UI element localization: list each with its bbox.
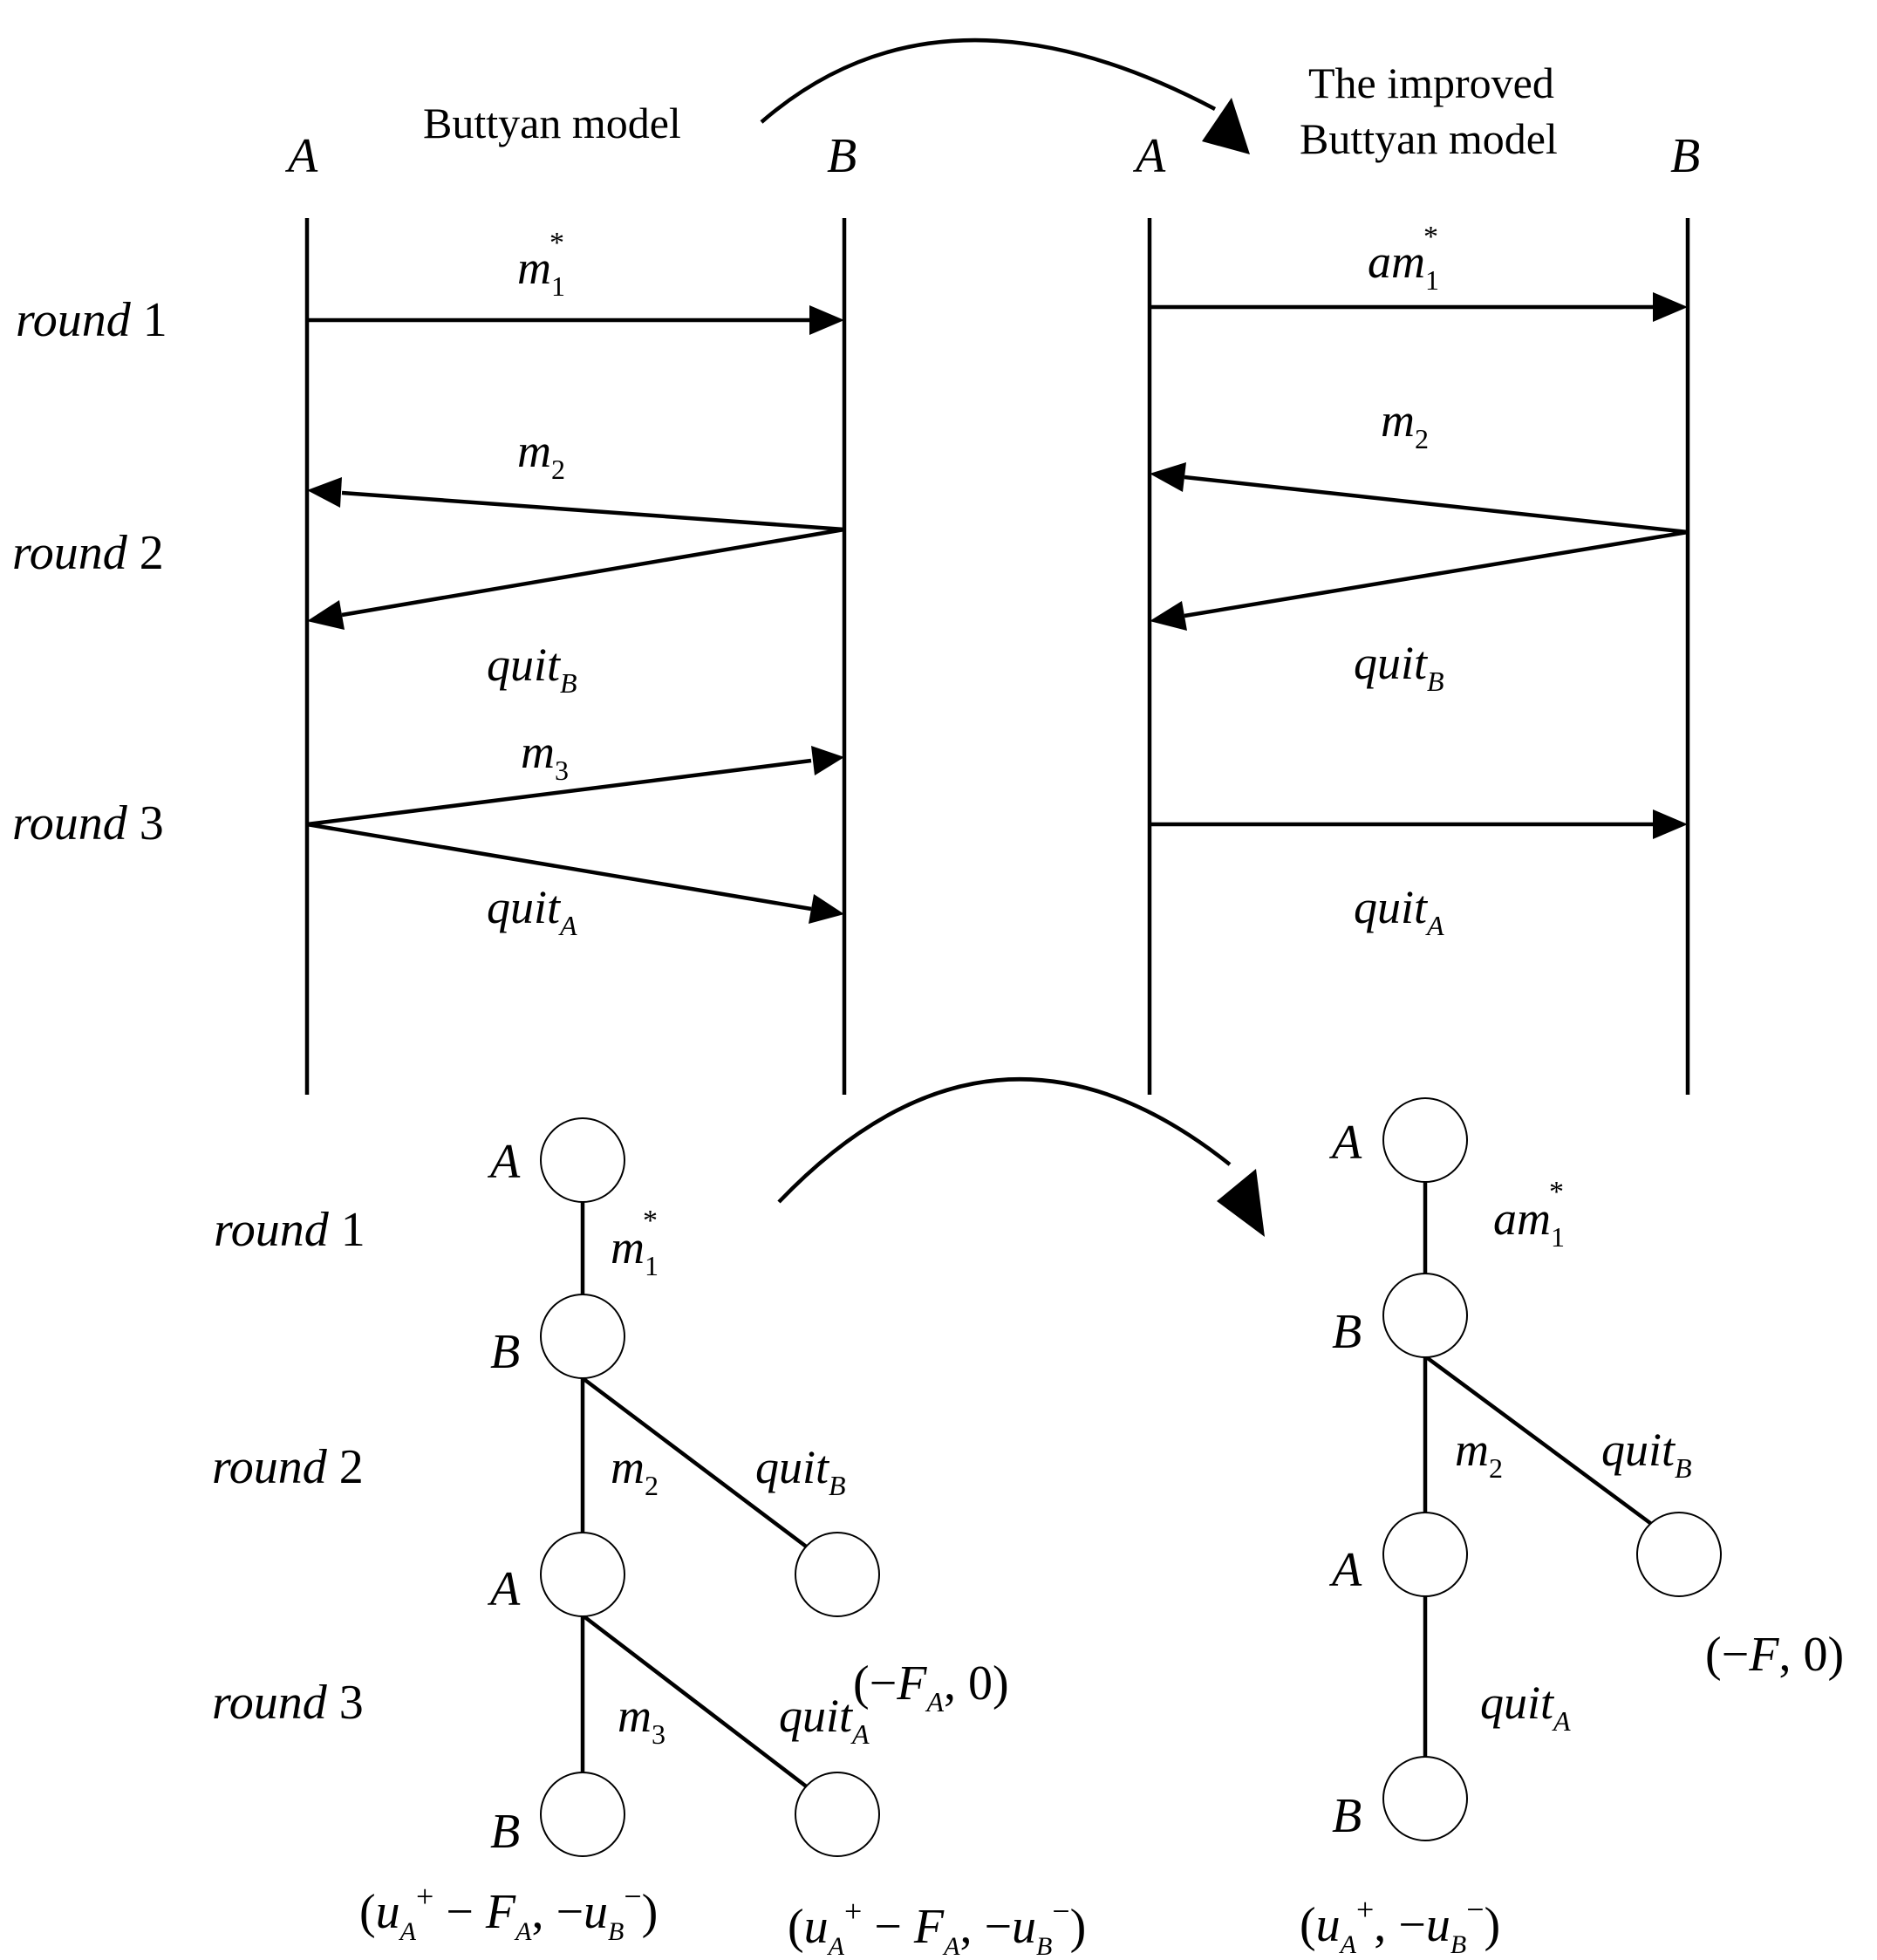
right-arrowhead-quita xyxy=(1653,809,1688,839)
left-tree-edge-quitb xyxy=(581,1376,810,1550)
right-payoff-quitb: (−F, 0) xyxy=(1705,1628,1844,1682)
right-label-am1: am1* xyxy=(1368,221,1439,296)
left-payoff-m3: (uA+ − FA, −uB−) xyxy=(359,1879,658,1946)
left-tree-node-quitb-leaf xyxy=(795,1532,880,1617)
top-curve-arrow-line xyxy=(760,38,1217,124)
left-party-a-label: A xyxy=(284,129,318,183)
left-arrowhead-m1 xyxy=(809,305,844,335)
right-tree-label-b2: B xyxy=(1332,1789,1362,1843)
right-tree-node-a2 xyxy=(1382,1512,1468,1597)
right-arrow-m2 xyxy=(1184,475,1689,535)
right-model-title-line1: The improved xyxy=(1308,58,1554,107)
right-tree-label-quita: quitA xyxy=(1480,1677,1571,1737)
left-party-b-label: B xyxy=(827,129,857,183)
right-arrowhead-quitb xyxy=(1150,601,1187,631)
right-label-quita: quitA xyxy=(1354,881,1444,941)
left-arrow-quita xyxy=(306,822,812,912)
right-tree-node-a1 xyxy=(1382,1097,1468,1183)
right-tree-node-quitb-leaf xyxy=(1636,1512,1722,1597)
right-sequence-diagram: The improved Buttyan model A B am1* m2 q… xyxy=(1132,58,1700,1095)
right-label-m2: m2 xyxy=(1381,394,1429,454)
right-tree-label-quitb: quitB xyxy=(1601,1424,1692,1484)
left-tree-label-m1: m1* xyxy=(611,1205,659,1281)
left-tree-label-m3: m3 xyxy=(618,1690,665,1750)
left-arrowhead-quitb xyxy=(307,600,345,630)
right-tree-label-a2: A xyxy=(1328,1543,1362,1597)
left-arrowhead-m2 xyxy=(307,477,342,508)
right-tree-edge-quitb xyxy=(1423,1355,1659,1530)
left-model-title: Buttyan model xyxy=(423,99,681,147)
right-tree-node-b1 xyxy=(1382,1273,1468,1358)
left-tree-label-m2: m2 xyxy=(611,1441,659,1501)
left-tree-node-a2 xyxy=(540,1532,625,1617)
right-tree-label-b1: B xyxy=(1332,1305,1362,1359)
left-tree-label-quita: quitA xyxy=(779,1690,870,1750)
bottom-curve-arrowhead xyxy=(1217,1169,1265,1237)
left-label-m2: m2 xyxy=(517,425,565,485)
right-arrow-quitb xyxy=(1184,529,1689,618)
right-arrowhead-am1 xyxy=(1653,292,1688,322)
right-party-b-label: B xyxy=(1670,129,1700,183)
left-payoff-quitb: (−FA, 0) xyxy=(853,1656,1009,1718)
right-tree-node-b2 xyxy=(1382,1756,1468,1841)
left-arrow-m3 xyxy=(306,758,812,827)
left-label-quitb: quitB xyxy=(487,639,577,699)
left-tree-label-quitb: quitB xyxy=(755,1441,846,1501)
left-label-m1: m1* xyxy=(517,227,565,302)
left-arrowhead-quita xyxy=(809,894,844,924)
right-party-a-label: A xyxy=(1132,129,1166,183)
left-tree-node-b2 xyxy=(540,1772,625,1857)
right-game-tree: A B A B am1* m2 quitB quitA (−F, 0) (uA+… xyxy=(1300,1097,1844,1959)
top-curve-arrowhead xyxy=(1202,98,1250,154)
right-tree-label-am1: am1* xyxy=(1493,1176,1565,1253)
left-tree-edge-quita xyxy=(581,1614,810,1790)
left-arrow-m2 xyxy=(341,490,845,532)
left-tree-label-a1: A xyxy=(487,1135,521,1189)
left-tree-label-b2: B xyxy=(490,1805,520,1859)
left-game-tree: A B A B m1* m2 quitB m3 quitA (−FA, 0) (… xyxy=(359,1117,1086,1960)
left-label-quita: quitA xyxy=(487,881,577,941)
left-arrowhead-m3 xyxy=(811,746,844,775)
top-transform-arrow xyxy=(760,38,1250,154)
left-tree-node-a1 xyxy=(540,1117,625,1203)
right-tree-label-m2: m2 xyxy=(1455,1424,1503,1484)
bottom-transform-arrow xyxy=(777,1077,1265,1237)
bottom-curve-arrow-line xyxy=(777,1077,1232,1204)
left-label-m3: m3 xyxy=(521,726,569,786)
right-arrowhead-m2 xyxy=(1150,462,1186,492)
left-tree-label-b1: B xyxy=(490,1325,520,1379)
left-tree-label-a2: A xyxy=(487,1562,521,1616)
left-tree-node-quita-leaf xyxy=(795,1772,880,1857)
right-tree-label-a1: A xyxy=(1328,1116,1362,1170)
right-model-title-line2: Buttyan model xyxy=(1300,114,1558,163)
right-payoff-quita: (uA+, −uB−) xyxy=(1300,1892,1500,1959)
left-arrow-quitb xyxy=(341,527,845,618)
left-sequence-diagram: Buttyan model A B m1* m2 quitB m3 qu xyxy=(284,99,857,1095)
right-label-quitb: quitB xyxy=(1354,637,1444,697)
left-tree-node-b1 xyxy=(540,1294,625,1379)
left-payoff-quita: (uA+ − FA, −uB−) xyxy=(788,1894,1086,1960)
